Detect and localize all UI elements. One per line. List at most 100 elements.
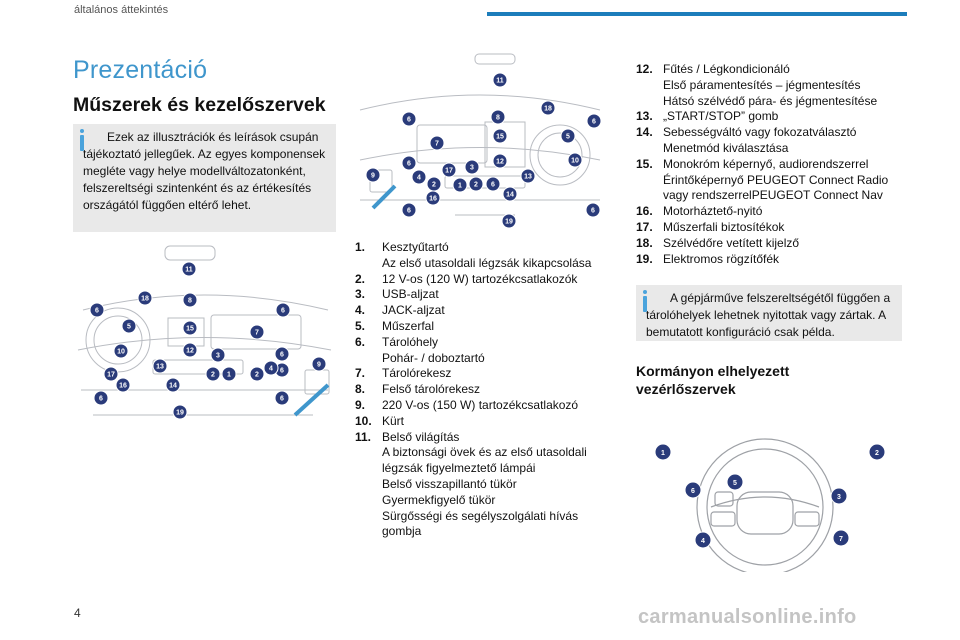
callout-badge-18: 18 xyxy=(540,100,556,116)
legend-text: Kürt xyxy=(382,413,405,428)
legend-text: Hátsó szélvédő pára- és jégmentesítése xyxy=(663,93,878,108)
legend-text: Elektromos rögzítőfék xyxy=(663,251,780,266)
info-note-storage: A gépjárműve felszereltségétől függően a… xyxy=(636,285,902,341)
info-note-illustrations: Ezek az illusztrációk és leírások csupán… xyxy=(73,124,336,232)
svg-text:8: 8 xyxy=(496,115,500,122)
callout-badge-19: 19 xyxy=(501,213,517,229)
callout-badge-6: 6 xyxy=(485,176,501,192)
svg-text:12: 12 xyxy=(186,348,194,355)
legend-number: 15. xyxy=(636,156,653,171)
svg-text:7: 7 xyxy=(839,536,843,543)
page-number: 4 xyxy=(74,606,81,620)
legend-number: 8. xyxy=(355,382,366,397)
svg-text:13: 13 xyxy=(156,364,164,371)
callout-badge-8: 8 xyxy=(182,292,198,308)
svg-text:11: 11 xyxy=(496,78,504,85)
legend-item: 13.„START/STOP” gomb xyxy=(636,109,906,125)
svg-text:5: 5 xyxy=(127,324,131,331)
callout-badge-4: 4 xyxy=(694,531,712,549)
svg-text:16: 16 xyxy=(119,383,127,390)
callout-badge-14: 14 xyxy=(502,186,518,202)
callout-badge-5: 5 xyxy=(726,473,744,491)
legend-item: 8. Felső tárolórekesz xyxy=(355,382,605,398)
info-icon xyxy=(80,129,84,133)
callout-badge-1: 1 xyxy=(452,177,468,193)
svg-text:1: 1 xyxy=(227,372,231,379)
callout-badge-16: 16 xyxy=(115,377,131,393)
callout-badge-13: 13 xyxy=(152,358,168,374)
legend-item: Menetmód kiválasztása xyxy=(636,141,906,157)
callout-badge-15: 15 xyxy=(182,320,198,336)
legend-item: 5. Műszerfal xyxy=(355,319,605,335)
legend-text: Gyermekfigyelő tükör xyxy=(382,492,496,507)
callout-badge-5: 5 xyxy=(121,318,137,334)
legend-number: 13. xyxy=(636,109,653,124)
callout-badge-17: 17 xyxy=(441,162,457,178)
callout-badge-2: 2 xyxy=(868,443,885,461)
legend-item: 9.220 V-os (150 W) tartozékcsatlakozó xyxy=(355,398,605,414)
info-note-text: A gépjárműve felszereltségétől függően a… xyxy=(646,291,891,339)
legend-item: 12.Fűtés / Légkondicionáló xyxy=(636,62,906,78)
svg-text:1: 1 xyxy=(661,450,665,457)
svg-text:18: 18 xyxy=(141,296,149,303)
legend-number: 9. xyxy=(355,397,366,412)
legend-item: Első páramentesítés – jégmentesítés xyxy=(636,78,906,94)
svg-text:6: 6 xyxy=(591,208,595,215)
info-icon-bar xyxy=(80,135,84,151)
legend-text: Érintőképernyő PEUGEOT Connect Radio vag… xyxy=(663,172,889,203)
legend-text: Szélvédőre vetített kijelző xyxy=(663,235,800,250)
svg-text:17: 17 xyxy=(445,168,453,175)
legend-number: 5. xyxy=(355,318,366,333)
legend-item: 6.Tárolóhely xyxy=(355,335,605,351)
svg-text:15: 15 xyxy=(496,134,504,141)
legend-number: 18. xyxy=(636,235,653,250)
section-subtitle: Műszerek és kezelőszervek xyxy=(73,94,326,116)
legend-number: 3. xyxy=(355,287,366,302)
legend-text: Az első utasoldali légzsák kikapcsolása xyxy=(382,255,592,270)
svg-text:19: 19 xyxy=(505,219,513,226)
callout-badge-9: 9 xyxy=(365,167,381,183)
legend-text: Monokróm képernyő, audiorendszerrel xyxy=(663,156,869,171)
legend-item: Pohár- / doboztartó xyxy=(355,351,605,367)
legend-text: Tárolóhely xyxy=(382,334,439,349)
pointer-line xyxy=(371,184,397,210)
callout-badge-4: 4 xyxy=(411,169,427,185)
info-icon-bar xyxy=(643,296,647,312)
legend-text: Első páramentesítés – jégmentesítés xyxy=(663,77,861,92)
callout-badge-6: 6 xyxy=(275,302,291,318)
callout-badge-1: 1 xyxy=(654,443,672,461)
svg-text:6: 6 xyxy=(95,308,99,315)
legend-number: 14. xyxy=(636,125,653,140)
callout-badge-11: 11 xyxy=(492,72,508,88)
legend-text: Belső visszapillantó tükör xyxy=(382,476,517,491)
svg-text:8: 8 xyxy=(188,298,192,305)
svg-text:5: 5 xyxy=(733,480,737,487)
legend-text: Motorháztető-nyitó xyxy=(663,204,763,219)
legend-text: Felső tárolórekesz xyxy=(382,382,481,397)
legend-item: A biztonsági övek és az első utasoldali … xyxy=(355,445,605,477)
legend-number: 10. xyxy=(355,413,372,428)
callout-badge-6: 6 xyxy=(89,302,105,318)
svg-text:2: 2 xyxy=(255,372,259,379)
svg-text:6: 6 xyxy=(280,368,284,375)
svg-text:9: 9 xyxy=(317,362,321,369)
steering-controls-heading: Kormányon elhelyezett vezérlőszervek xyxy=(636,363,790,397)
callout-badge-4: 4 xyxy=(263,360,279,376)
svg-text:6: 6 xyxy=(280,396,284,403)
legend-item: Hátsó szélvédő pára- és jégmentesítése xyxy=(636,94,906,110)
callout-badge-6: 6 xyxy=(274,346,290,362)
legend-item: 15. Monokróm képernyő, audiorendszerrel xyxy=(636,157,906,173)
legend-text: Sebességváltó vagy fokozatválasztó xyxy=(663,125,857,140)
svg-text:6: 6 xyxy=(592,119,596,126)
legend-item: 10. Kürt xyxy=(355,414,605,430)
svg-text:6: 6 xyxy=(281,308,285,315)
legend-number: 1. xyxy=(355,240,366,254)
svg-text:3: 3 xyxy=(837,494,841,501)
legend-item: Sürgősségi és segélyszolgálati hívás gom… xyxy=(355,509,605,541)
legend-number: 16. xyxy=(636,204,653,219)
callout-badge-12: 12 xyxy=(492,153,508,169)
legend-text: Műszerfal xyxy=(382,318,435,333)
svg-text:19: 19 xyxy=(176,410,184,417)
callout-badge-9: 9 xyxy=(311,356,327,372)
